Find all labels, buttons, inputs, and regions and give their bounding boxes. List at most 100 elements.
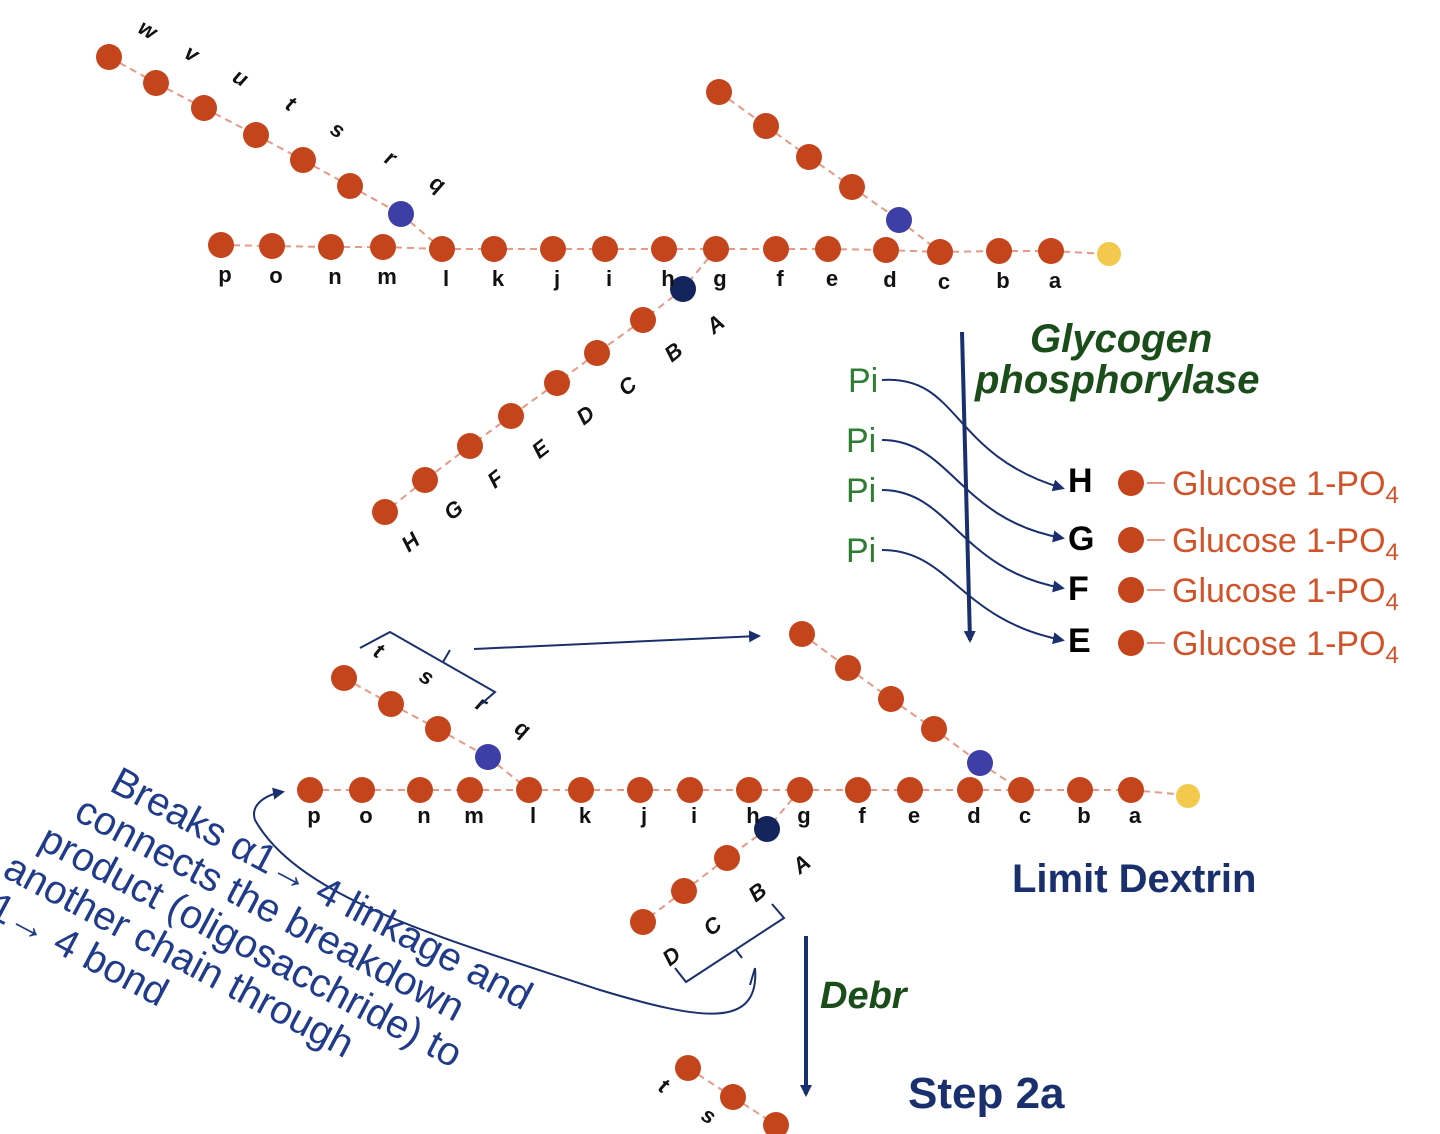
- residue-label-top-lower-E: E: [527, 434, 555, 464]
- residue-label-top-branch-s: s: [326, 116, 349, 144]
- residue-bottom-a: [1118, 777, 1144, 803]
- glycosidic-bond: [847, 667, 892, 700]
- residue-label-top-branch-q: q: [426, 169, 451, 198]
- residue-bottom-branch: [425, 716, 451, 742]
- transfer-bracket-lower: [674, 903, 786, 984]
- glycosidic-bond: [687, 1067, 734, 1098]
- residue-top-lower-branch: [544, 370, 570, 396]
- residue-label-top-lower-G: G: [439, 495, 468, 525]
- residue-bottom-lower-branch: [630, 909, 656, 935]
- branch-point-bottom-left: [475, 744, 501, 770]
- svg-text:F: F: [1068, 570, 1089, 608]
- residue-label-top-lower-D: D: [571, 400, 599, 430]
- residue-label-top-h: h: [661, 266, 674, 291]
- residue-label-bottom-f: f: [858, 803, 866, 828]
- residue-label-bottom-lower-C: C: [698, 911, 727, 941]
- residue-next-step: [675, 1055, 701, 1081]
- enzyme-name-line1: Glycogen: [1030, 317, 1212, 361]
- residue-bottom-b: [1067, 777, 1093, 803]
- residue-bottom-k: [568, 777, 594, 803]
- residue-bottom-p: [297, 777, 323, 803]
- residue-top-right-branch: [706, 79, 732, 105]
- residue-label-top-i: i: [606, 266, 612, 291]
- residue-label-bottom-lower-A: A: [787, 849, 816, 879]
- residue-bottom-branch: [331, 665, 357, 691]
- glycosidic-bond: [885, 249, 941, 253]
- residue-bottom-right-branch: [878, 686, 904, 712]
- glycosidic-bond: [400, 213, 443, 250]
- residue-label-top-branch-r: r: [381, 145, 402, 172]
- residue-label-bottom-j: j: [640, 803, 647, 828]
- residue-bottom-right-branch: [789, 621, 815, 647]
- residue-label-top-d: d: [883, 267, 896, 292]
- residue-label-bottom-i: i: [691, 803, 697, 828]
- svg-text:G: G: [1068, 520, 1094, 558]
- residue-top-branch: [243, 122, 269, 148]
- residue-bottom-lower-branch: [671, 878, 697, 904]
- residue-label-next-t: t: [654, 1073, 674, 1099]
- residue-top-o: [259, 233, 285, 259]
- pi-arrow-1: [881, 378, 1065, 492]
- glycosidic-bond: [683, 857, 728, 892]
- residue-label-top-p: p: [218, 262, 231, 287]
- residue-top-branch: [143, 70, 169, 96]
- residue-bottom-lower-branch: [714, 845, 740, 871]
- glycosidic-bond: [302, 159, 351, 187]
- residue-label-bottom-l: l: [530, 803, 536, 828]
- residue-label-top-j: j: [553, 266, 560, 291]
- glycosidic-bond: [765, 125, 810, 158]
- svg-text:Glucose 1-PO4: Glucose 1-PO4: [1172, 465, 1399, 509]
- residue-top-e: [815, 236, 841, 262]
- residue-label-top-g: g: [713, 266, 726, 291]
- residue-label-top-k: k: [492, 266, 505, 291]
- branch-point-bottom-right: [967, 750, 993, 776]
- residue-label-top-branch-w: w: [134, 14, 163, 45]
- glycosidic-bond: [933, 728, 981, 764]
- bracket-tick-upper: [442, 649, 451, 663]
- residue-label-top-b: b: [996, 268, 1009, 293]
- residue-label-top-branch-v: v: [180, 40, 205, 69]
- residue-label-top-lower-C: C: [613, 371, 642, 401]
- residue-label-bottom-d: d: [967, 803, 980, 828]
- residue-top-right-branch: [753, 113, 779, 139]
- svg-text:Glucose 1-PO4: Glucose 1-PO4: [1172, 572, 1399, 616]
- residue-top-c: [927, 239, 953, 265]
- residue-bottom-i: [677, 777, 703, 803]
- glycosidic-bond: [898, 219, 941, 253]
- residue-top-lower-branch: [372, 499, 398, 525]
- reducing-end-bond: [1130, 789, 1188, 796]
- residue-top-right-branch: [839, 174, 865, 200]
- residue-next-step: [720, 1084, 746, 1110]
- residue-label-bottom-a: a: [1129, 803, 1142, 828]
- residue-bottom-m: [457, 777, 483, 803]
- residue-top-lower-branch: [630, 307, 656, 333]
- residue-label-top-branch-t: t: [281, 91, 301, 117]
- residue-bottom-d: [957, 777, 983, 803]
- svg-text:Glucose 1-PO4: Glucose 1-PO4: [1172, 522, 1399, 566]
- residue-label-bottom-lower-B: B: [743, 877, 771, 907]
- residue-bottom-c: [1008, 777, 1034, 803]
- residue-label-top-n: n: [328, 264, 341, 289]
- pi-arrow-4: [881, 549, 1065, 645]
- residue-bottom-n: [407, 777, 433, 803]
- residue-top-lower-branch: [457, 433, 483, 459]
- phosphorylase-arrow: [960, 331, 976, 643]
- reducing-end-bond: [1050, 250, 1109, 255]
- glycosidic-bond: [424, 445, 471, 481]
- pi-arrow-2: [881, 439, 1065, 543]
- residue-top-branch: [337, 173, 363, 199]
- residue-bottom-h: [736, 777, 762, 803]
- residue-label-bottom-m: m: [464, 803, 484, 828]
- residue-label-top-lower-F: F: [482, 465, 508, 493]
- glycosidic-bond: [390, 703, 439, 730]
- residue-top-p: [208, 232, 234, 258]
- residue-label-bottom-h: h: [746, 803, 759, 828]
- residue-bottom-branch: [378, 691, 404, 717]
- glycosidic-bond: [437, 728, 489, 758]
- pi-label-2: Pi: [846, 422, 876, 460]
- transfer-bracket-upper: [359, 630, 497, 706]
- residue-top-g: [703, 236, 729, 262]
- residue-label-bottom-b: b: [1077, 803, 1090, 828]
- glycosidic-bond: [155, 82, 205, 109]
- pi-arrows: [881, 378, 1065, 645]
